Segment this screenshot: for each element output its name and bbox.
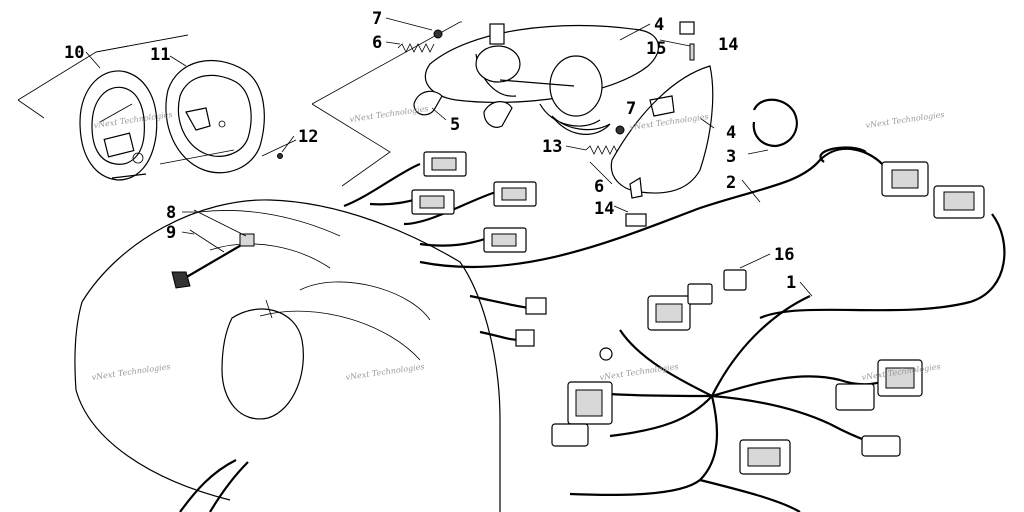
grommet bbox=[239, 233, 255, 247]
dash-panel bbox=[74, 199, 501, 512]
connector-d bbox=[551, 423, 589, 447]
callout-1: 1 bbox=[786, 273, 796, 293]
dash-connectors bbox=[343, 151, 547, 347]
upper-harness bbox=[419, 146, 1006, 320]
gauge-opening bbox=[221, 308, 304, 420]
spring-upper bbox=[397, 43, 435, 53]
callout-labels: 10 11 12 7 6 4 15 14 5 13 7 4 3 2 6 14 8… bbox=[64, 9, 796, 293]
callout-4-mid: 4 bbox=[726, 123, 736, 143]
callout-14-top: 14 bbox=[718, 35, 738, 55]
callout-8: 8 bbox=[166, 203, 176, 223]
dash-outline bbox=[81, 199, 501, 512]
callout-13: 13 bbox=[542, 137, 562, 157]
callout-7-mid: 7 bbox=[626, 99, 636, 119]
callout-9: 9 bbox=[166, 223, 176, 243]
callout-3: 3 bbox=[726, 147, 736, 167]
callout-2: 2 bbox=[726, 173, 736, 193]
side-panel bbox=[610, 65, 714, 194]
upper-module bbox=[311, 21, 714, 227]
watermark-2: vNext Technologies bbox=[349, 104, 429, 124]
bolt bbox=[177, 239, 251, 283]
callout-6-mid: 6 bbox=[594, 177, 604, 197]
watermark-5: vNext Technologies bbox=[91, 362, 171, 382]
retaining-ring bbox=[747, 98, 798, 155]
leader-lines bbox=[85, 17, 813, 297]
callout-5: 5 bbox=[450, 115, 460, 135]
callout-16: 16 bbox=[774, 245, 794, 265]
gauge-assembly bbox=[17, 34, 297, 181]
callout-15: 15 bbox=[646, 39, 666, 59]
watermark-6: vNext Technologies bbox=[345, 362, 425, 382]
clip-bottom bbox=[625, 213, 647, 227]
clip-top bbox=[679, 21, 695, 35]
elbow-left bbox=[413, 90, 443, 116]
gauge-cup bbox=[165, 59, 265, 174]
lower-wires bbox=[179, 459, 249, 512]
callout-7-top: 7 bbox=[372, 9, 382, 29]
callout-6-top: 6 bbox=[372, 33, 382, 53]
callout-11: 11 bbox=[150, 45, 170, 65]
callout-14-mid: 14 bbox=[594, 199, 614, 219]
callout-12: 12 bbox=[298, 127, 318, 147]
watermark-7: vNext Technologies bbox=[599, 362, 679, 382]
callout-4-top: 4 bbox=[654, 15, 664, 35]
elbow-right bbox=[483, 101, 513, 128]
callout-10: 10 bbox=[64, 43, 84, 63]
module-cover bbox=[424, 24, 659, 104]
spring-lower bbox=[585, 145, 619, 155]
main-harness bbox=[551, 269, 923, 512]
crescent-seal bbox=[551, 115, 611, 135]
watermark-4: vNext Technologies bbox=[865, 110, 945, 130]
